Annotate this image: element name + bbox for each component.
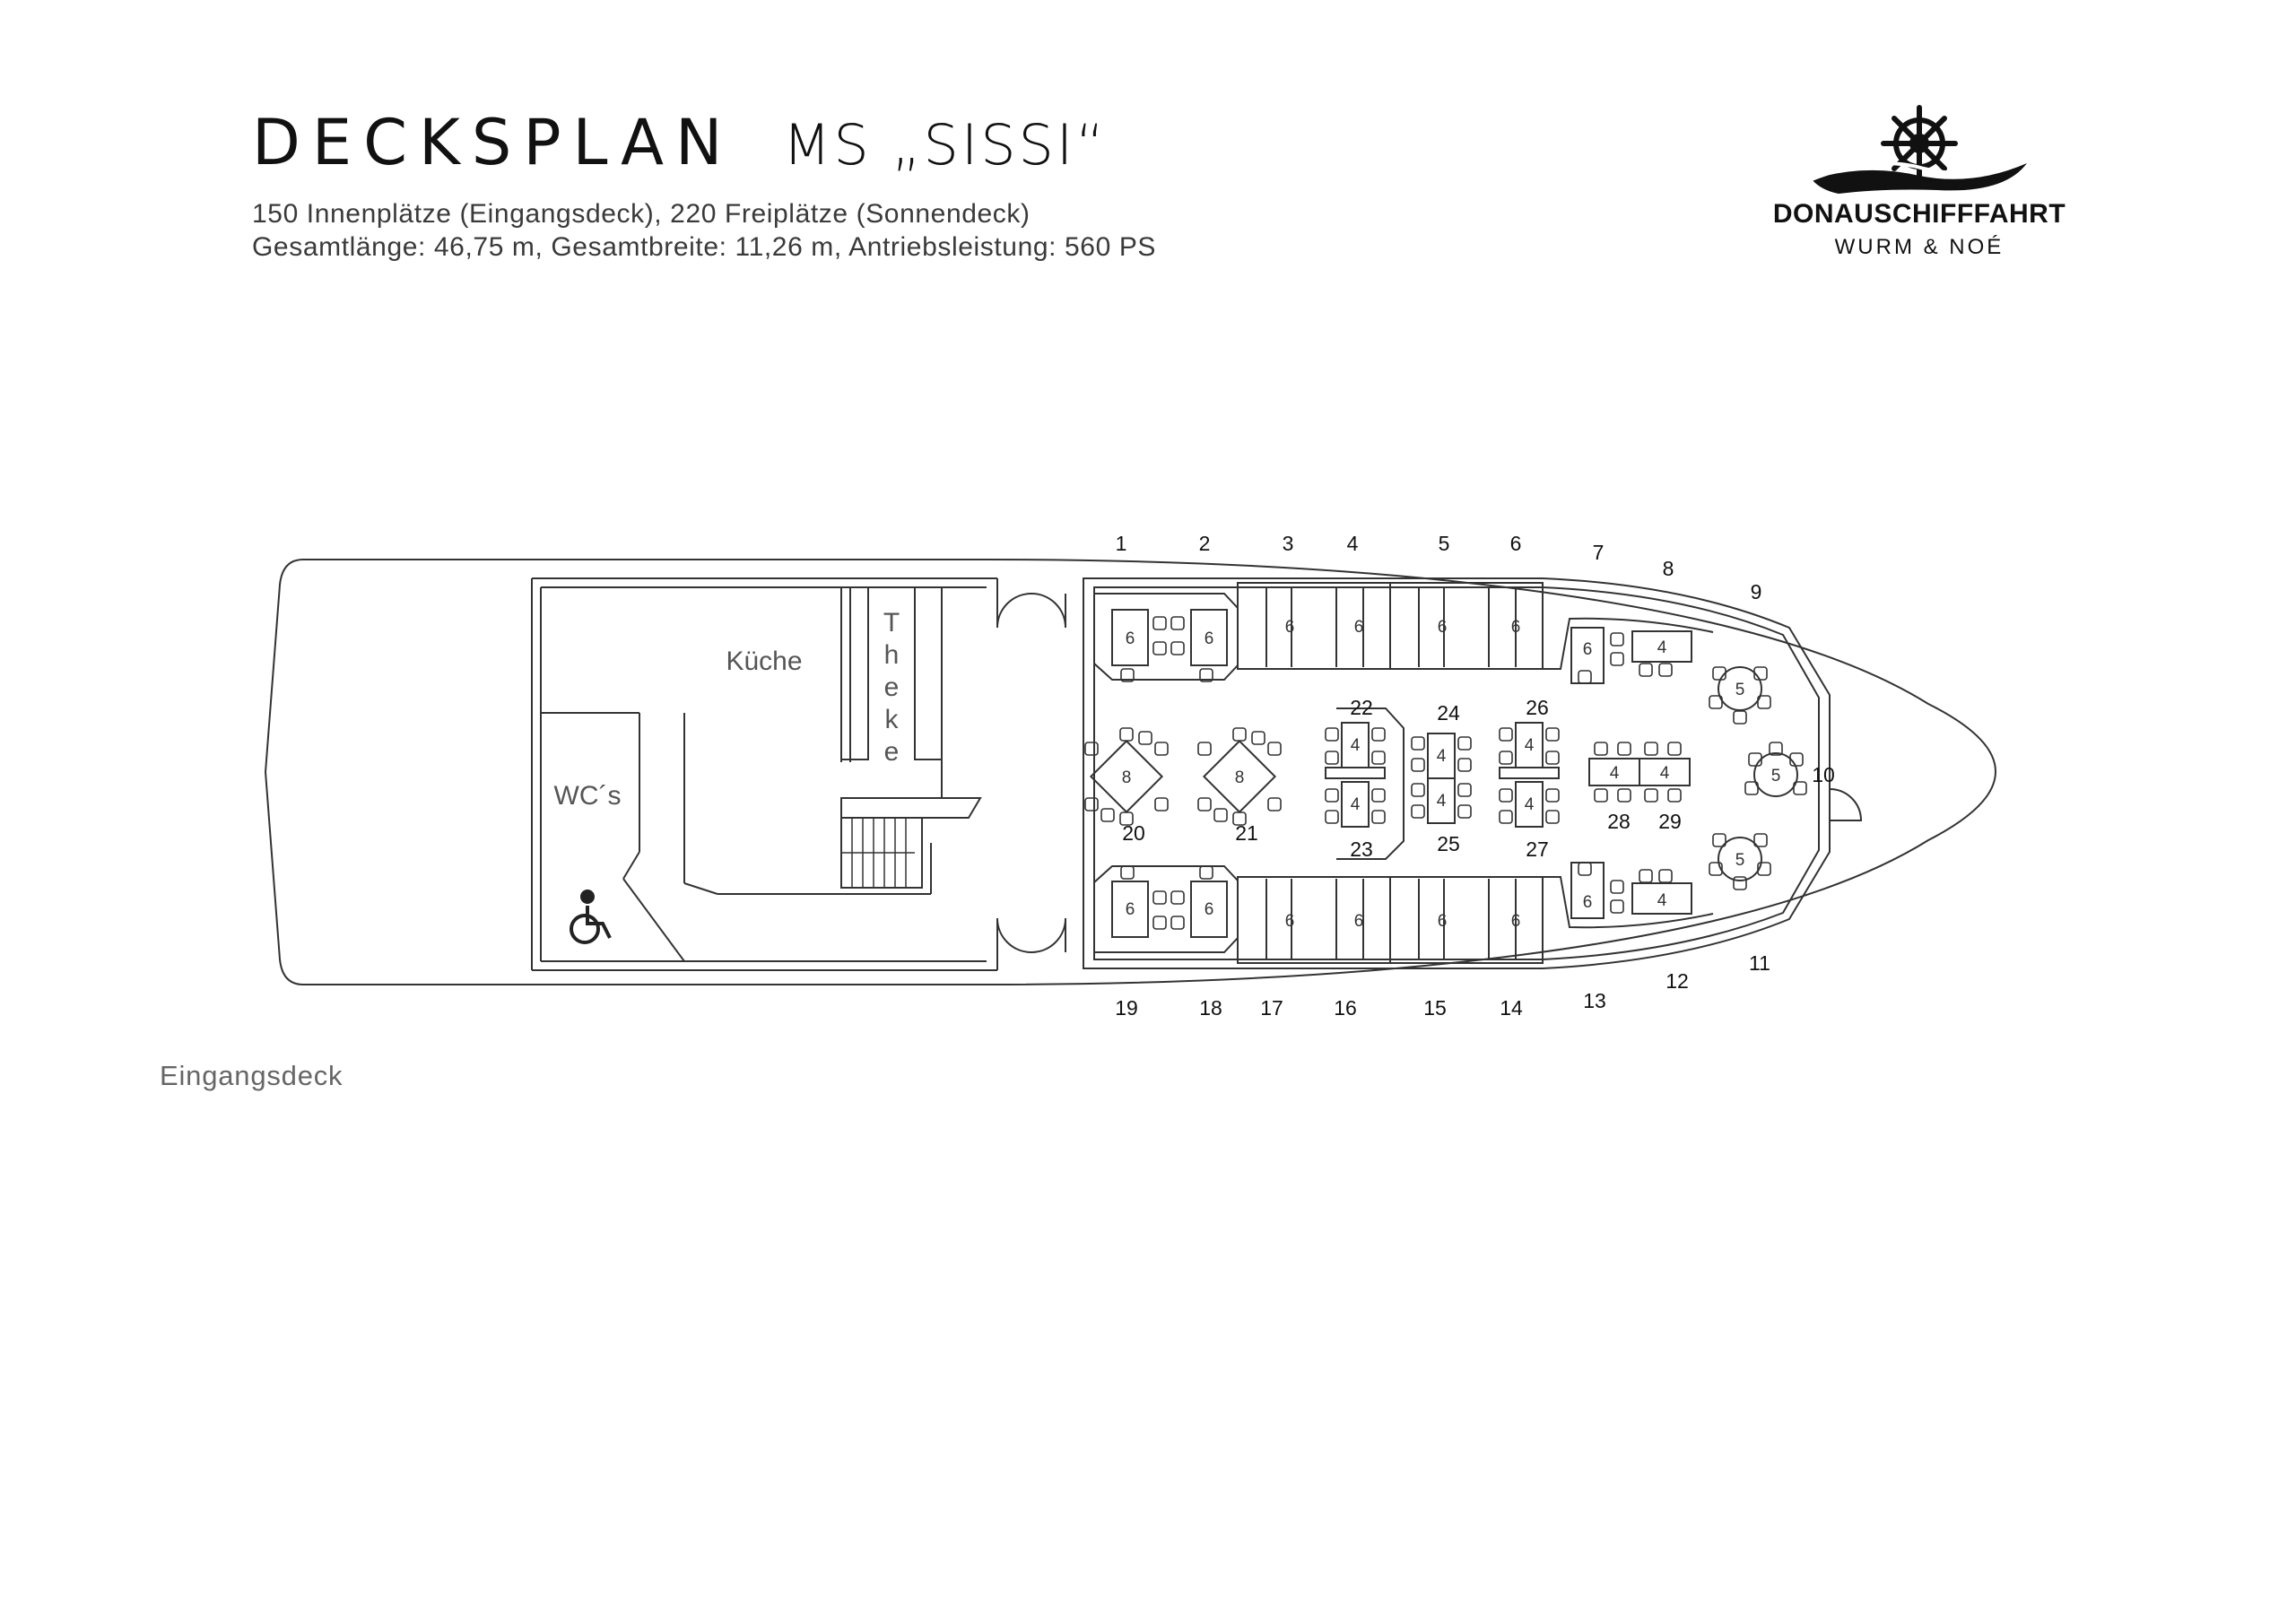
seat-count: 4	[1660, 764, 1670, 783]
seat-count: 4	[1525, 736, 1535, 755]
table-number: 25	[1437, 832, 1460, 855]
table-number: 19	[1115, 996, 1138, 1020]
logo-subtitle: WURM & NOÉ	[1834, 235, 2005, 259]
table-number: 1	[1116, 532, 1127, 555]
ship-name: MS „SISSI“	[782, 112, 1108, 178]
seat-count: 6	[1354, 912, 1364, 931]
table-numbers: 1 2 3 4 5 6 7 8 9 10 11 12 13 14 15 16 1…	[1115, 532, 1835, 1020]
table-number: 20	[1122, 821, 1145, 845]
seat-count: 6	[1583, 893, 1593, 912]
table-number: 8	[1663, 557, 1674, 580]
seat-count: 4	[1351, 736, 1361, 755]
seat-count: 6	[1205, 629, 1214, 648]
seat-count: 6	[1126, 900, 1135, 919]
seat-count: 4	[1657, 891, 1667, 910]
seat-count: 6	[1354, 618, 1364, 637]
table-number: 22	[1350, 696, 1373, 719]
table-number: 5	[1439, 532, 1450, 555]
hull-outline	[264, 559, 1996, 985]
table-number: 3	[1283, 532, 1294, 555]
table-number: 14	[1500, 996, 1523, 1020]
table-number: 7	[1593, 541, 1605, 564]
toilets-label: WC´s	[554, 781, 622, 811]
seat-count: 6	[1126, 629, 1135, 648]
seat-count: 6	[1511, 912, 1521, 931]
seat-count: 5	[1735, 681, 1745, 699]
capacity-info: 150 Innenplätze (Eingangsdeck), 220 Frei…	[252, 199, 1031, 229]
deck-caption: Eingangsdeck	[160, 1060, 344, 1091]
seat-count: 4	[1437, 747, 1447, 766]
table-number: 2	[1199, 532, 1211, 555]
seat-count: 6	[1438, 618, 1448, 637]
ship-wheel-waves-icon	[1811, 105, 2028, 194]
seat-count: 8	[1235, 768, 1245, 787]
seat-count: 5	[1771, 767, 1781, 785]
seat-count: 6	[1583, 640, 1593, 659]
logo-name: DONAUSCHIFFFAHRT	[1772, 199, 2066, 229]
seat-count: 4	[1657, 638, 1667, 657]
table-number: 15	[1423, 996, 1447, 1020]
table-number: 23	[1350, 838, 1373, 861]
title-main: DECKSPLAN	[252, 106, 735, 179]
company-logo: DONAUSCHIFFFAHRT WURM & NOÉ	[1758, 100, 2081, 271]
seat-counts: 6 6 6 6 6 6 6 4 5 5 5 4 6 6 6 6 6 6 6 8 …	[1122, 618, 1781, 931]
table-number: 29	[1658, 810, 1682, 833]
table-number: 17	[1260, 996, 1283, 1020]
table-number: 21	[1235, 821, 1258, 845]
seat-count: 8	[1122, 768, 1132, 787]
ship-specs: Gesamtlänge: 46,75 m, Gesamtbreite: 11,2…	[252, 232, 1157, 262]
wheelchair-icon	[570, 890, 612, 944]
table-number: 10	[1812, 763, 1835, 786]
table-number: 11	[1749, 951, 1770, 975]
table-number: 27	[1526, 838, 1549, 861]
seat-count: 6	[1285, 618, 1295, 637]
table-number: 18	[1199, 996, 1222, 1020]
table-number: 12	[1665, 969, 1689, 993]
seat-count: 5	[1735, 851, 1745, 870]
table-number: 9	[1751, 580, 1762, 603]
seat-count: 6	[1438, 912, 1448, 931]
table-number: 6	[1510, 532, 1522, 555]
seat-count: 4	[1525, 795, 1535, 814]
table-number: 26	[1526, 696, 1549, 719]
seat-count: 4	[1610, 764, 1620, 783]
seat-count: 6	[1511, 618, 1521, 637]
table-number: 28	[1607, 810, 1631, 833]
kitchen-label: Küche	[726, 647, 802, 676]
table-number: 13	[1583, 989, 1606, 1012]
table-number: 4	[1347, 532, 1359, 555]
page-title: DECKSPLAN MS „SISSI“	[252, 106, 1107, 179]
seat-count: 6	[1285, 912, 1295, 931]
seat-count: 4	[1437, 792, 1447, 811]
seat-count: 6	[1205, 900, 1214, 919]
seat-count: 4	[1351, 795, 1361, 814]
table-number: 16	[1334, 996, 1357, 1020]
table-number: 24	[1437, 701, 1460, 725]
